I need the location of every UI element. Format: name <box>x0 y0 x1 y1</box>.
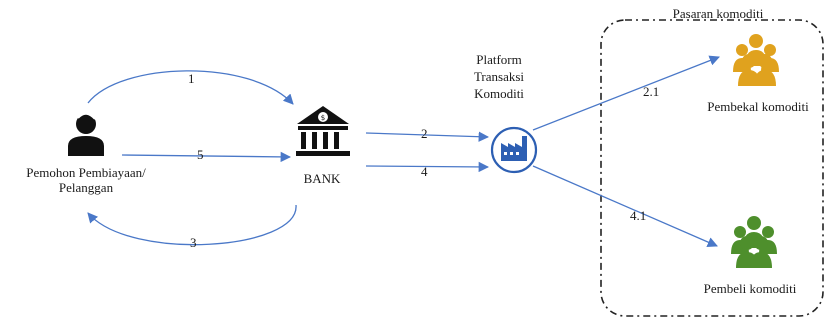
flow-label-4: 4 <box>421 164 428 179</box>
arrow-1 <box>87 70 294 105</box>
market-boundary <box>600 19 824 317</box>
buyer-label: Pembeli komoditi <box>703 281 797 296</box>
group-people-icon <box>731 216 777 268</box>
bank-label: BANK <box>303 171 341 186</box>
arrow-4 <box>365 161 490 173</box>
arrow-5 <box>121 151 292 163</box>
platform-label: Platform Transaksi Komoditi <box>473 52 525 101</box>
flow-label-4-1: 4.1 <box>630 208 647 223</box>
flow-label-3: 3 <box>190 235 197 250</box>
group-people-icon <box>733 34 779 86</box>
bank-icon: $ <box>296 106 350 156</box>
arrow-4-1 <box>532 165 718 248</box>
arrow-2 <box>365 131 490 142</box>
factory-icon <box>490 126 538 174</box>
flow-label-2: 2 <box>421 126 428 141</box>
svg-text:$: $ <box>321 114 325 122</box>
arrow-3 <box>87 204 297 246</box>
market-label: Pasaran komoditi <box>672 6 764 21</box>
arrow-2-1 <box>532 55 720 131</box>
applicant-label: Pemohon Pembiayaan/ Pelanggan <box>26 165 146 195</box>
person-icon <box>68 112 104 156</box>
flow-label-2-1: 2.1 <box>643 84 660 99</box>
seller-label: Pembekal komoditi <box>707 99 809 114</box>
flow-label-5: 5 <box>197 147 204 162</box>
flow-label-1: 1 <box>188 71 195 86</box>
